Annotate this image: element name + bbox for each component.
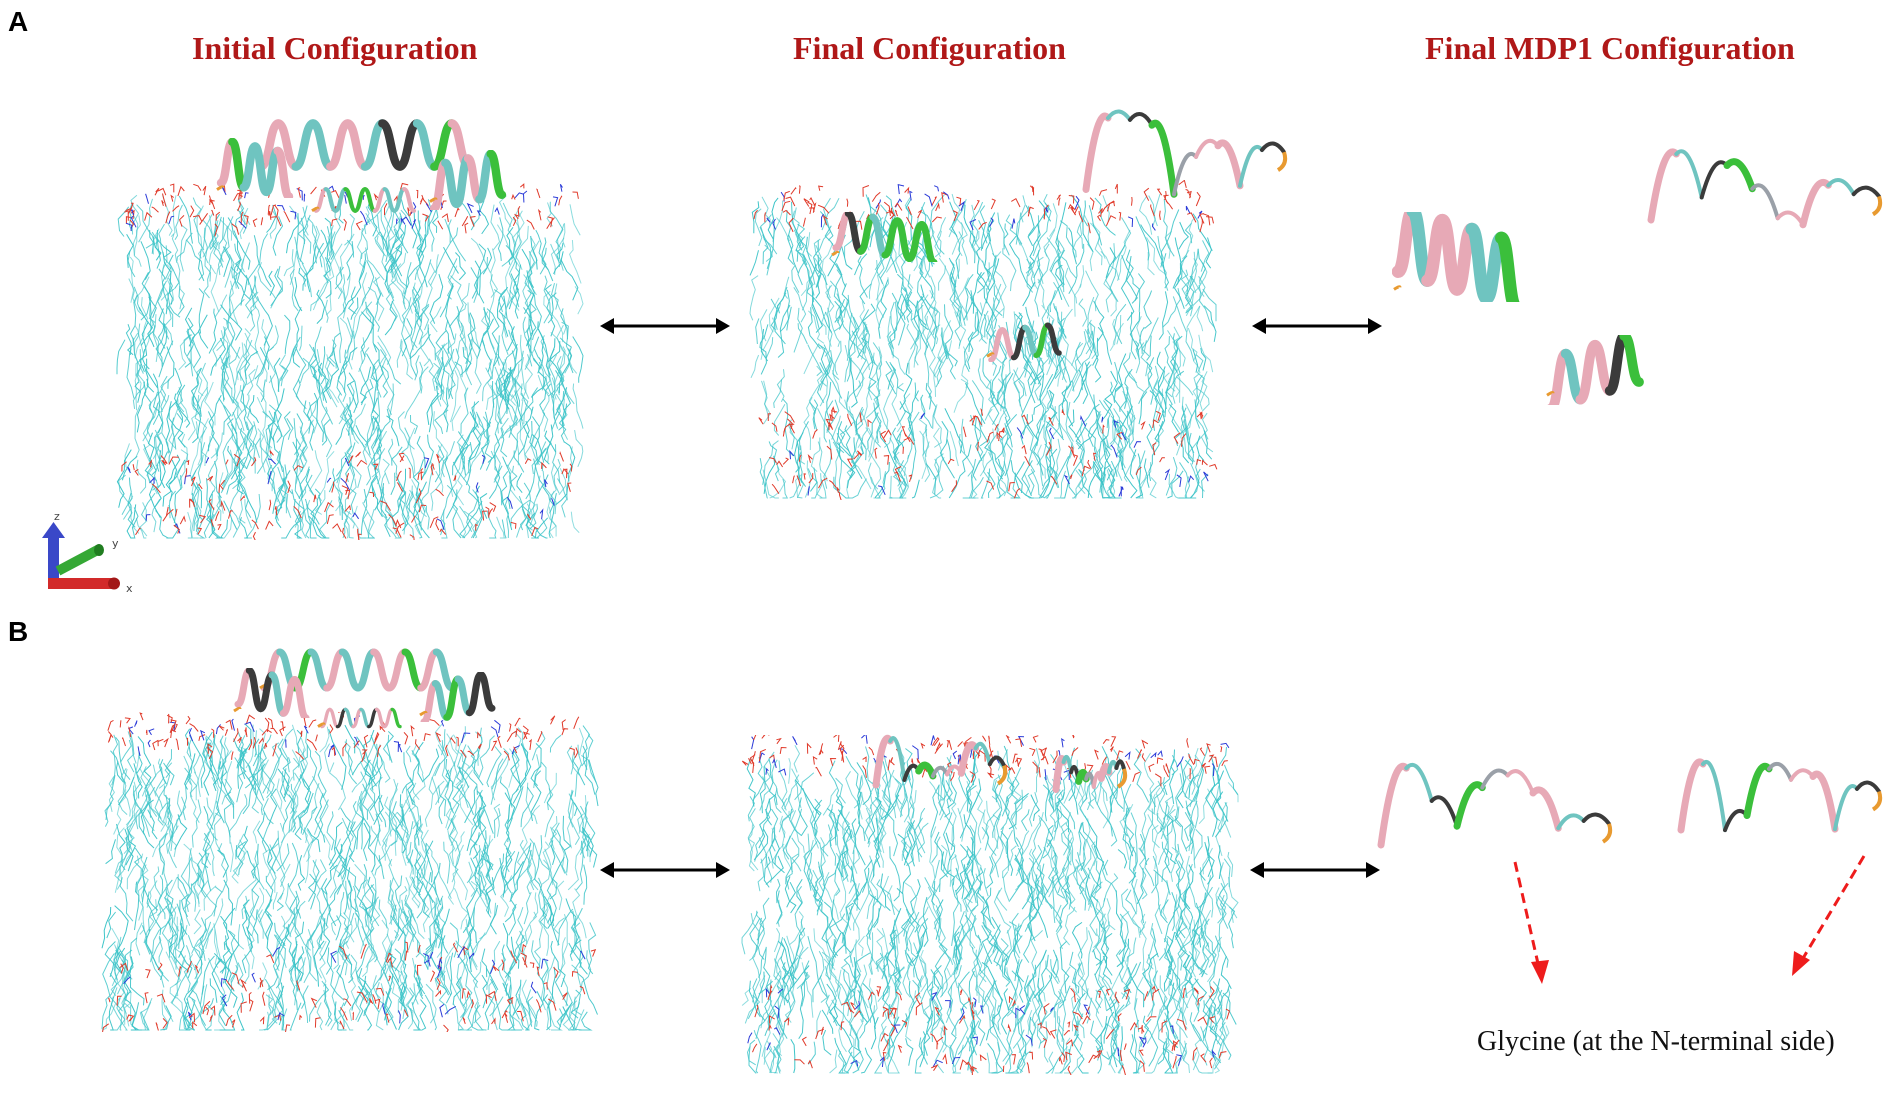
peptide-helix-top-b — [259, 648, 456, 692]
axis-label-y: y — [112, 537, 119, 550]
peptide-helix-left-b — [233, 668, 310, 718]
peptide-helix-middle-b — [317, 707, 402, 729]
axis-label-z: z — [54, 512, 60, 523]
arrow-initial-to-final-a — [600, 318, 730, 334]
red-dashed-arrow-left — [1513, 861, 1549, 984]
panel-label-b: B — [8, 616, 29, 647]
membrane-initial-b — [101, 712, 599, 1032]
title-final-mdp1-configuration: Final MDP1 Configuration — [1425, 30, 1795, 66]
axis-label-x: x — [126, 582, 133, 595]
axis-orientation-icon: z y x — [42, 512, 133, 595]
mdp1-peptide-a-3 — [1546, 335, 1644, 405]
peptide-helix-right-a — [429, 150, 507, 210]
red-dashed-arrow-right — [1792, 855, 1866, 976]
peptide-helix-middle-a — [311, 187, 417, 213]
peptide-helix-right-b — [419, 672, 496, 722]
peptide-surface-final-b-2 — [1052, 754, 1128, 793]
peptide-buried-final-a — [986, 322, 1062, 362]
mdp1-peptide-a-1 — [1647, 148, 1883, 229]
arrow-initial-to-final-b — [600, 862, 730, 878]
mdp1-peptide-b-1 — [1377, 762, 1613, 849]
membrane-final-b — [741, 735, 1239, 1075]
title-initial-configuration: Initial Configuration — [192, 30, 478, 66]
glycine-annotation: Glycine (at the N-terminal side) — [1477, 1026, 1835, 1057]
mdp1-peptide-b-2 — [1677, 758, 1883, 834]
panel-label-a: A — [8, 6, 29, 37]
peptide-surface-final-b-1 — [872, 734, 1008, 789]
membrane-initial-a — [116, 182, 584, 540]
peptide-unfolded-final-a — [1082, 109, 1288, 198]
arrow-final-to-mdp1-b — [1250, 862, 1380, 878]
arrow-final-to-mdp1-a — [1252, 318, 1382, 334]
membrane-final-a — [749, 180, 1218, 500]
peptide-helix-left-a — [216, 138, 294, 198]
mdp1-peptide-a-2 — [1392, 212, 1520, 302]
peptide-helix-top-a — [256, 119, 474, 171]
peptide-inserted-final-a — [831, 212, 938, 262]
title-final-configuration: Final Configuration — [793, 30, 1066, 66]
